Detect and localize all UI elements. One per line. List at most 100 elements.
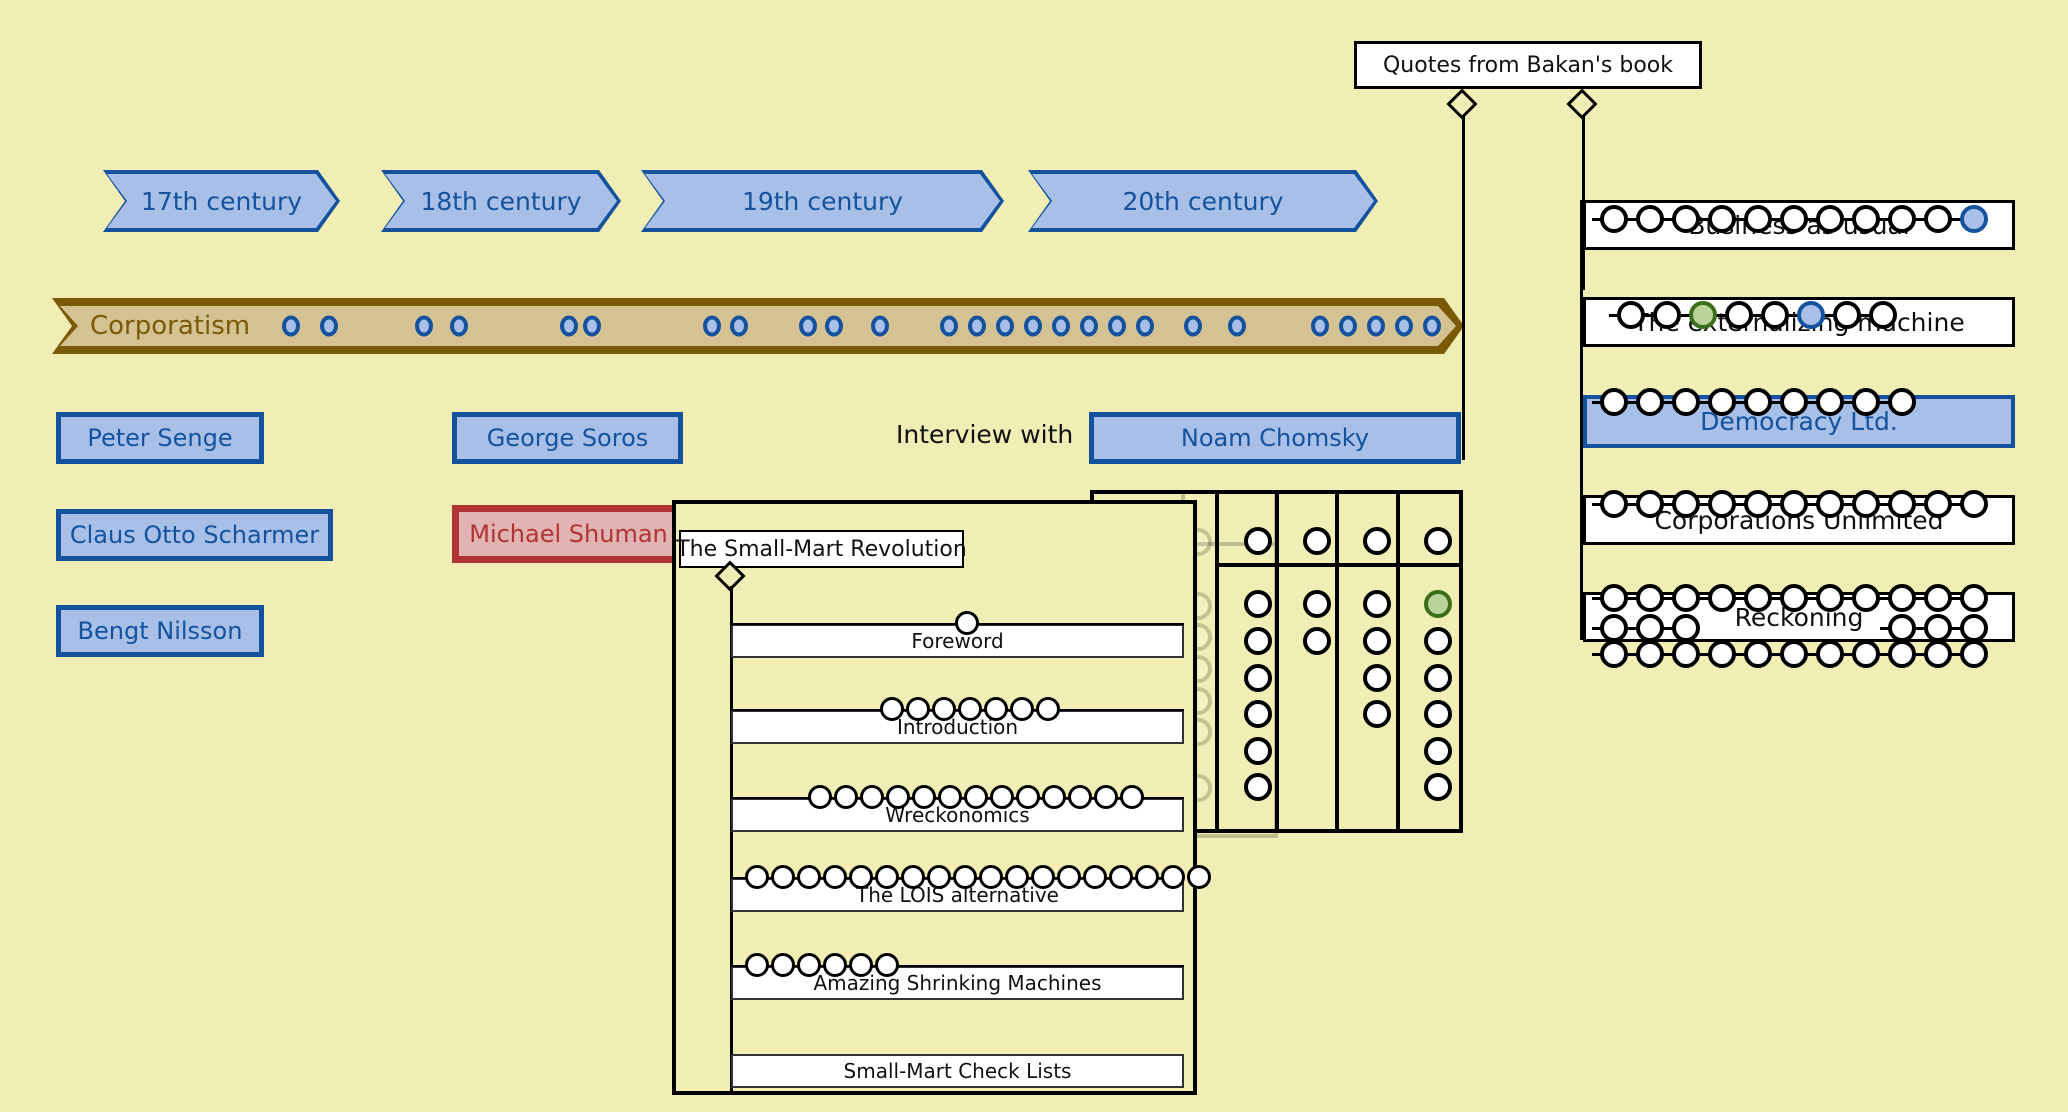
person-box-peter-senge[interactable]: Peter Senge (56, 412, 264, 464)
band-node-21[interactable] (1228, 316, 1246, 337)
book-node-3-1-5[interactable] (1744, 388, 1772, 416)
book-node-4-1-4[interactable] (1708, 490, 1736, 518)
book-node-5-4-1[interactable] (1600, 640, 1628, 668)
chapter-node-3-2[interactable] (834, 785, 858, 809)
matrix-node-c3-r4[interactable] (1363, 664, 1391, 692)
matrix-node-c1-r4[interactable] (1244, 664, 1272, 692)
book-node-1-1-2[interactable] (1636, 205, 1664, 233)
band-node-26[interactable] (1423, 316, 1441, 337)
band-node-5[interactable] (560, 316, 578, 337)
chapter-node-5-3[interactable] (797, 953, 821, 977)
chapter-node-4-2[interactable] (771, 865, 795, 889)
matrix-node-c3-r2[interactable] (1363, 590, 1391, 618)
book-node-5-3-3[interactable] (1960, 614, 1988, 642)
matrix-node-c4-r1[interactable] (1424, 527, 1452, 555)
matrix-node-c2-r1[interactable] (1303, 527, 1331, 555)
book-node-2-1-6[interactable] (1797, 301, 1825, 329)
chapter-node-4-6[interactable] (875, 865, 899, 889)
book-node-4-1-1[interactable] (1600, 490, 1628, 518)
book-node-5-1-10[interactable] (1924, 584, 1952, 612)
book-node-5-4-3[interactable] (1672, 640, 1700, 668)
chapter-node-4-11[interactable] (1005, 865, 1029, 889)
book-node-1-1-1[interactable] (1600, 205, 1628, 233)
matrix-node-c4-r4[interactable] (1424, 664, 1452, 692)
band-node-22[interactable] (1311, 316, 1329, 337)
band-node-17[interactable] (1080, 316, 1098, 337)
corporatism-band-shape[interactable]: Corporatism (52, 298, 1464, 354)
book-node-5-1-2[interactable] (1636, 584, 1664, 612)
chapter-node-4-7[interactable] (901, 865, 925, 889)
chapter-box-2[interactable]: Introduction (731, 710, 1184, 744)
book-node-3-1-7[interactable] (1816, 388, 1844, 416)
book-node-3-1-8[interactable] (1852, 388, 1880, 416)
book-node-1-1-7[interactable] (1816, 205, 1844, 233)
chapter-node-3-7[interactable] (964, 785, 988, 809)
chapter-node-2-3[interactable] (932, 697, 956, 721)
chapter-node-3-4[interactable] (886, 785, 910, 809)
book-node-5-1-4[interactable] (1708, 584, 1736, 612)
matrix-node-c2-r3[interactable] (1303, 627, 1331, 655)
book-node-4-1-9[interactable] (1888, 490, 1916, 518)
band-node-13[interactable] (968, 316, 986, 337)
chapter-node-4-9[interactable] (953, 865, 977, 889)
chapter-node-4-1[interactable] (745, 865, 769, 889)
matrix-node-c4-r7[interactable] (1424, 773, 1452, 801)
book-node-3-1-1[interactable] (1600, 388, 1628, 416)
band-node-11[interactable] (871, 316, 889, 337)
band-node-3[interactable] (415, 316, 433, 337)
book-node-5-4-7[interactable] (1816, 640, 1844, 668)
person-box-michael-shuman[interactable]: Michael Shuman (452, 505, 685, 563)
band-node-18[interactable] (1108, 316, 1126, 337)
chapter-node-3-5[interactable] (912, 785, 936, 809)
book-node-3-1-9[interactable] (1888, 388, 1916, 416)
band-node-19[interactable] (1136, 316, 1154, 337)
chapter-node-3-6[interactable] (938, 785, 962, 809)
chapter-node-2-6[interactable] (1010, 697, 1034, 721)
band-node-12[interactable] (940, 316, 958, 337)
person-box-claus-otto-scharmer[interactable]: Claus Otto Scharmer (56, 509, 333, 561)
matrix-node-c1-r2[interactable] (1244, 590, 1272, 618)
band-node-20[interactable] (1184, 316, 1202, 337)
book-node-5-1-5[interactable] (1744, 584, 1772, 612)
small-mart-title-card[interactable]: The Small-Mart Revolution (676, 530, 967, 568)
book-node-5-4-10[interactable] (1924, 640, 1952, 668)
book-node-5-1-8[interactable] (1852, 584, 1880, 612)
matrix-node-c3-r3[interactable] (1363, 627, 1391, 655)
person-box-bengt-nilsson[interactable]: Bengt Nilsson (56, 605, 264, 657)
matrix-node-c1-r1[interactable] (1244, 527, 1272, 555)
band-node-4[interactable] (450, 316, 468, 337)
band-node-14[interactable] (996, 316, 1014, 337)
book-node-1-1-3[interactable] (1672, 205, 1700, 233)
band-node-1[interactable] (282, 316, 300, 337)
band-node-6[interactable] (583, 316, 601, 337)
matrix-node-c4-r2[interactable] (1424, 590, 1452, 618)
century-chevron-2[interactable]: 18th century (381, 170, 621, 232)
book-node-1-1-10[interactable] (1924, 205, 1952, 233)
book-node-5-3-1[interactable] (1888, 614, 1916, 642)
book-node-4-1-6[interactable] (1780, 490, 1808, 518)
book-node-5-2-1[interactable] (1600, 614, 1628, 642)
book-node-5-2-3[interactable] (1672, 614, 1700, 642)
chapter-node-3-9[interactable] (1016, 785, 1040, 809)
chapter-node-4-17[interactable] (1161, 865, 1185, 889)
chapter-node-1-1[interactable] (955, 611, 979, 635)
book-node-2-1-7[interactable] (1833, 301, 1861, 329)
band-node-15[interactable] (1024, 316, 1042, 337)
matrix-node-c3-r5[interactable] (1363, 700, 1391, 728)
book-node-5-2-2[interactable] (1636, 614, 1664, 642)
chapter-node-3-10[interactable] (1042, 785, 1066, 809)
band-node-10[interactable] (825, 316, 843, 337)
book-node-5-1-3[interactable] (1672, 584, 1700, 612)
band-node-7[interactable] (703, 316, 721, 337)
book-node-2-1-5[interactable] (1761, 301, 1789, 329)
chapter-node-4-4[interactable] (823, 865, 847, 889)
matrix-node-c4-r5[interactable] (1424, 700, 1452, 728)
chapter-node-3-12[interactable] (1094, 785, 1118, 809)
band-node-8[interactable] (730, 316, 748, 337)
book-node-1-1-8[interactable] (1852, 205, 1880, 233)
book-node-3-1-2[interactable] (1636, 388, 1664, 416)
interview-person-chomsky[interactable]: Noam Chomsky (1089, 412, 1461, 464)
chapter-node-4-16[interactable] (1135, 865, 1159, 889)
century-chevron-4[interactable]: 20th century (1028, 170, 1378, 232)
chapter-node-4-18[interactable] (1187, 865, 1211, 889)
